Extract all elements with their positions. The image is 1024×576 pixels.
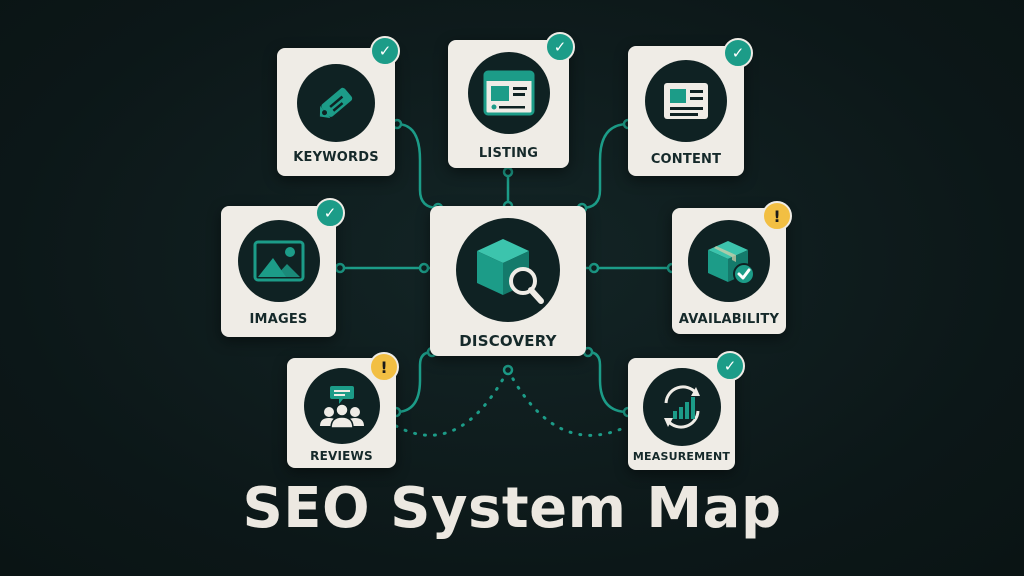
box-check-icon	[688, 220, 770, 302]
image-icon	[237, 220, 320, 302]
link-keywords	[396, 122, 439, 210]
check-icon: ✓	[723, 38, 753, 68]
people-chat-icon	[303, 368, 380, 444]
dotted-arc-right	[506, 368, 630, 437]
node-reviews[interactable]: REVIEWS	[287, 358, 396, 468]
node-dot	[588, 262, 600, 274]
dotted-arc-left	[394, 368, 510, 437]
tag-icon	[297, 64, 375, 142]
warning-icon: !	[762, 201, 792, 231]
check-icon: ✓	[545, 32, 575, 62]
check-icon: ✓	[715, 351, 745, 381]
node-dot	[502, 364, 514, 376]
node-measurement[interactable]: MEASUREMENT	[628, 358, 735, 470]
node-label: KEYWORDS	[293, 150, 379, 165]
node-dot	[418, 262, 430, 274]
cube-search-icon	[456, 218, 560, 322]
check-icon: ✓	[315, 198, 345, 228]
node-label: MEASUREMENT	[632, 450, 731, 463]
node-content[interactable]: CONTENT	[628, 46, 744, 176]
node-listing[interactable]: LISTING	[448, 40, 569, 168]
listing-page-icon	[467, 52, 550, 134]
node-images[interactable]: IMAGES	[221, 206, 336, 337]
node-dot	[334, 262, 346, 274]
node-dot	[502, 166, 514, 178]
node-label: REVIEWS	[310, 449, 373, 463]
node-label: DISCOVERY	[459, 332, 557, 350]
link-measurement	[587, 350, 629, 414]
link-content	[581, 122, 629, 210]
node-label: AVAILABILITY	[678, 312, 780, 327]
node-keywords[interactable]: KEYWORDS	[277, 48, 395, 176]
warning-icon: !	[369, 352, 399, 382]
link-reviews	[395, 350, 433, 414]
node-discovery[interactable]: DISCOVERY	[430, 206, 586, 356]
node-label: IMAGES	[249, 312, 308, 327]
node-label: CONTENT	[650, 152, 722, 167]
node-label: LISTING	[478, 146, 539, 161]
node-availability[interactable]: AVAILABILITY	[672, 208, 786, 334]
check-icon: ✓	[370, 36, 400, 66]
chart-cycle-icon	[642, 368, 721, 446]
page-title: SEO System Map	[242, 476, 782, 541]
document-icon	[645, 60, 727, 142]
